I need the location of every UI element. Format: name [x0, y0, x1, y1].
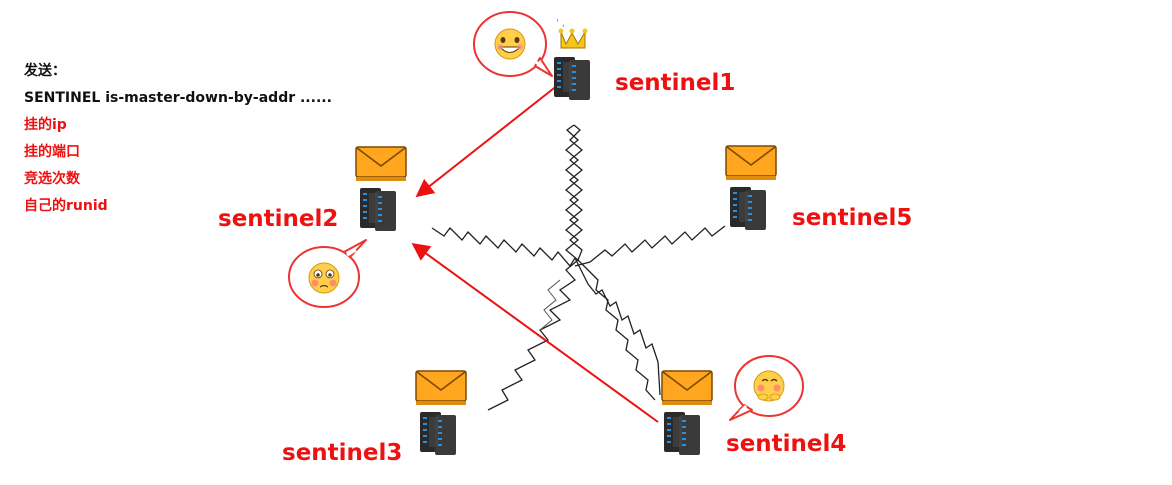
server-icon	[554, 57, 590, 100]
link-sentinel1-sentinel3	[487, 124, 580, 411]
sentinel2-label: sentinel2	[218, 206, 338, 232]
note-heading: 发送：	[24, 63, 66, 79]
sentinel1-node: ' , sentinel1	[473, 11, 735, 100]
svg-text:' ,: ' ,	[556, 18, 565, 29]
envelope-icon	[661, 370, 713, 406]
sentinel3-node: sentinel3	[282, 370, 467, 466]
speech-bubble-shy	[729, 355, 804, 421]
envelope-icon	[415, 370, 467, 406]
sentinel5-label: sentinel5	[792, 205, 912, 231]
sentinel5-node: sentinel5	[725, 145, 912, 231]
sentinel4-label: sentinel4	[726, 431, 846, 457]
shy-emoji-icon	[753, 370, 785, 402]
link-sentinel1-sentinel4	[568, 124, 656, 401]
server-icon	[420, 412, 456, 455]
note-item-runid: 自己的runid	[24, 198, 108, 214]
zigzag-links-extra	[539, 279, 561, 331]
server-icon	[360, 188, 396, 231]
grin-emoji-icon	[494, 28, 526, 60]
sentinel4-node: sentinel4	[661, 355, 846, 457]
envelope-icon	[725, 145, 777, 181]
note-item-epoch: 竞选次数	[24, 171, 80, 187]
link-sentinel2-sentinel4	[431, 227, 661, 396]
note-item-port: 挂的端口	[24, 144, 80, 160]
speech-bubble-grin	[473, 11, 553, 77]
gossip-links	[431, 124, 726, 411]
server-icon	[730, 187, 766, 230]
flushed-emoji-icon	[308, 262, 340, 294]
crown-icon: ' ,	[556, 18, 588, 49]
server-icon	[664, 412, 700, 455]
sentinel2-node: sentinel2	[218, 146, 407, 308]
message-note: 发送： SENTINEL is-master-down-by-addr ....…	[24, 58, 332, 220]
arrow-sentinel4-to-sentinel2	[411, 242, 659, 423]
sentinel1-label: sentinel1	[615, 70, 735, 96]
sentinel3-label: sentinel3	[282, 440, 402, 466]
note-command: SENTINEL is-master-down-by-addr ......	[24, 90, 332, 106]
link-sentinel5-hub	[574, 225, 726, 267]
envelope-icon	[355, 146, 407, 182]
note-item-ip: 挂的ip	[24, 117, 67, 133]
arrow-sentinel1-to-sentinel2	[415, 84, 559, 198]
speech-bubble-flushed	[288, 239, 367, 308]
